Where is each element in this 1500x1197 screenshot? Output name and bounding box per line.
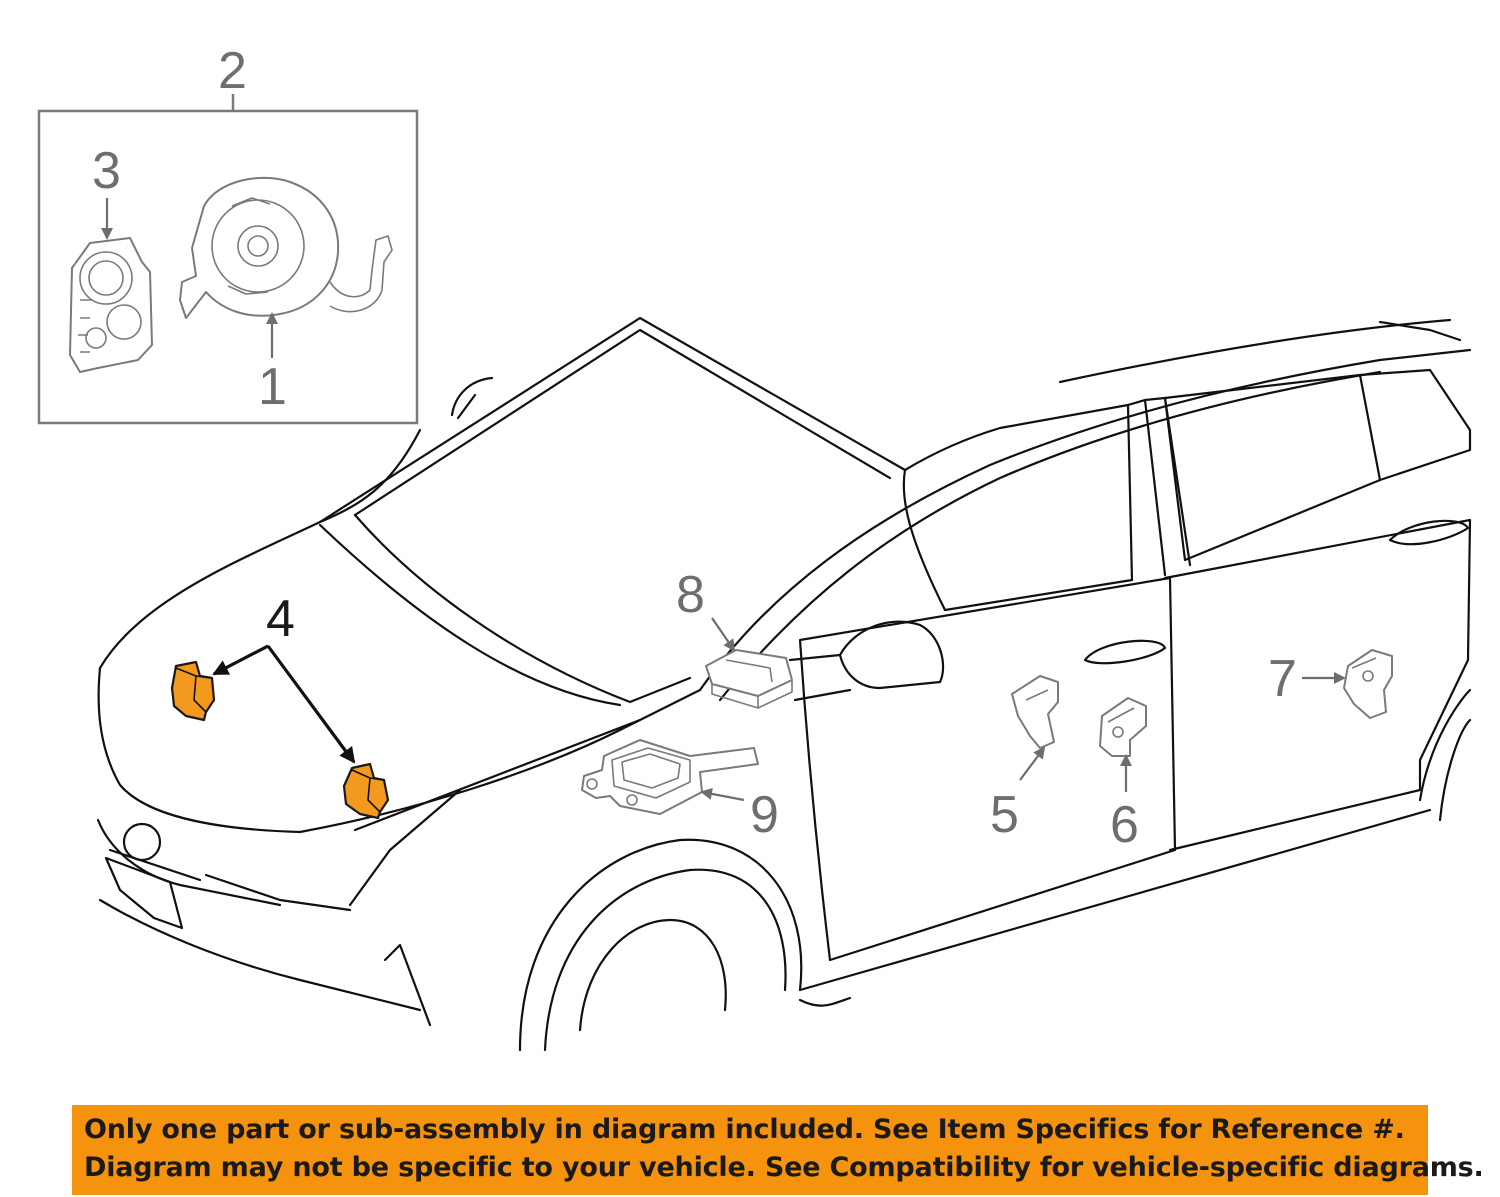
callout-4: 4 — [266, 590, 295, 648]
front-airbag-sensor-right — [342, 762, 390, 820]
vehicle-outline — [96, 316, 1472, 1052]
sensor-part-7 — [1343, 649, 1393, 719]
sensor-part-8 — [705, 649, 793, 709]
callout-1: 1 — [258, 358, 287, 416]
disclaimer-line-2: Diagram may not be specific to your vehi… — [84, 1152, 1484, 1183]
disclaimer-banner: Only one part or sub-assembly in diagram… — [72, 1105, 1484, 1195]
callout-6: 6 — [1110, 796, 1139, 854]
steering-sensor-part — [69, 237, 153, 373]
sensor-part-5 — [1011, 675, 1059, 749]
arrow-4 — [212, 644, 356, 764]
inset-box — [37, 94, 419, 425]
clock-spring-part — [179, 176, 393, 319]
callout-7: 7 — [1268, 650, 1297, 708]
arrow-8 — [711, 617, 736, 652]
callout-3: 3 — [92, 142, 121, 200]
arrow-5 — [1019, 746, 1046, 781]
disclaimer-line-1: Only one part or sub-assembly in diagram… — [84, 1114, 1405, 1145]
callout-8: 8 — [676, 566, 705, 624]
callout-9: 9 — [750, 786, 779, 844]
callout-2: 2 — [218, 42, 247, 100]
arrow-9 — [700, 787, 745, 802]
airbag-module-part-9 — [581, 739, 759, 815]
callout-5: 5 — [990, 786, 1019, 844]
parts-diagram: 2 3 1 4 8 9 5 6 7 — [37, 42, 1472, 1052]
front-airbag-sensor-left — [170, 660, 216, 722]
sensor-part-6 — [1099, 697, 1147, 757]
